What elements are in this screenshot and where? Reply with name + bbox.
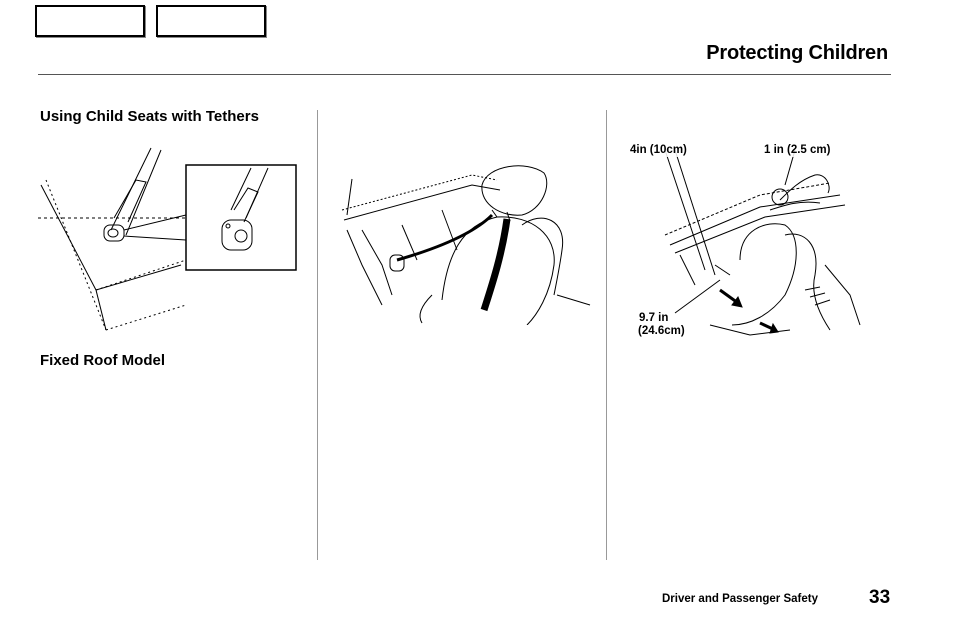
seat-tether-illustration — [322, 155, 592, 326]
measurement-label-1in: 1 in (2.5 cm) — [764, 144, 831, 157]
section-heading-tethers: Using Child Seats with Tethers — [40, 108, 259, 125]
measurement-label-4in: 4in (10cm) — [630, 144, 687, 157]
nav-button-previous[interactable] — [35, 5, 145, 37]
section-heading-fixed-roof: Fixed Roof Model — [40, 352, 165, 369]
measurement-label-24-6cm: (24.6cm) — [638, 325, 685, 338]
column-divider — [606, 110, 607, 560]
nav-button-next[interactable] — [156, 5, 266, 37]
column-divider — [317, 110, 318, 560]
page-title: Protecting Children — [706, 42, 888, 64]
page-number: 33 — [869, 587, 891, 608]
measurement-label-9-7in: 9.7 in — [639, 312, 669, 325]
header-divider — [38, 74, 891, 75]
tether-anchor-illustration — [36, 140, 304, 344]
footer-section-title: Driver and Passenger Safety — [662, 593, 818, 605]
